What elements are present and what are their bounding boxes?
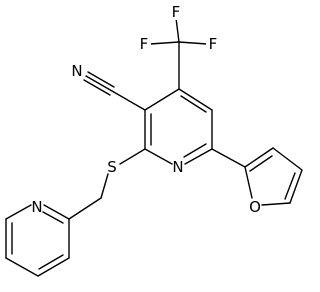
bond-furan-c2-c3-double [249,155,273,172]
bond-c4prime-c3prime-double [38,254,64,270]
bond-cn-triple-2 [87,71,115,88]
atom-label-f3: F [209,35,218,53]
bonds [5,17,303,277]
bond-furan-c4-c5 [289,169,303,204]
bond-c6-furan [211,148,246,168]
atom-label-f1: F [172,3,181,21]
atom-label-f2: F [140,35,149,53]
bond-c6-n1-double [183,143,207,158]
bond-c2prime-n-double [42,211,64,224]
molecule-structure: F F F N N S O N [5,3,303,277]
bond-furan-c3-c4 [272,147,303,171]
bond-furan-c2-c3 [244,147,274,168]
bond-c3-cn [111,90,146,111]
bond-c-f1 [175,17,180,43]
bond-c5prime-c4prime [5,257,39,277]
atom-label-sulfur: S [107,158,117,176]
bond-n-c6prime [5,204,32,220]
atom-label-nitrile-n: N [71,62,82,80]
bond-c6-n1 [184,148,213,165]
atom-label-ring-n: N [172,158,183,176]
atom-labels: F F F N N S O N [31,3,261,216]
bond-furan-c4-c5-double [284,172,296,200]
bond-furan-c5-o [261,202,291,206]
bond-c4-c3 [144,88,180,111]
bond-c4-c5 [178,88,213,111]
bond-c-f3 [178,41,208,45]
bond-s-ch2 [100,173,109,199]
atom-label-furan-o: O [249,198,261,216]
bond-cn-triple-3 [83,79,111,96]
atom-label-pyridyl-n: N [31,198,42,216]
bond-c-f2 [149,41,180,45]
bond-c4prime-c3prime [37,257,70,277]
bond-c2prime-n [43,204,70,220]
bond-n1-c2 [144,148,173,165]
bond-furan-o-c2 [244,166,253,199]
bond-c4-c5-double [180,95,207,113]
bond-ch2-c2prime [68,197,102,220]
bond-cn-triple-1 [85,75,113,92]
bond-c2-s [119,148,146,165]
